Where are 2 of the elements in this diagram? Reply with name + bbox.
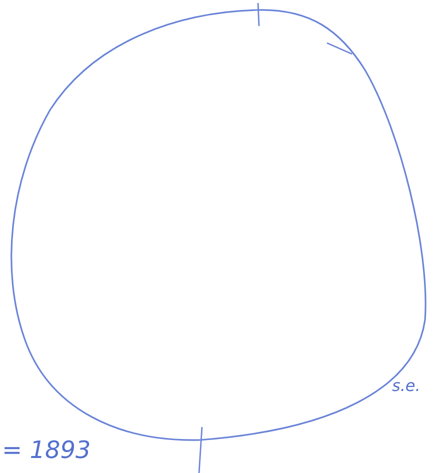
handwritten-note: s.e. <box>392 376 420 395</box>
handwritten-note: = 1893 <box>2 436 91 464</box>
